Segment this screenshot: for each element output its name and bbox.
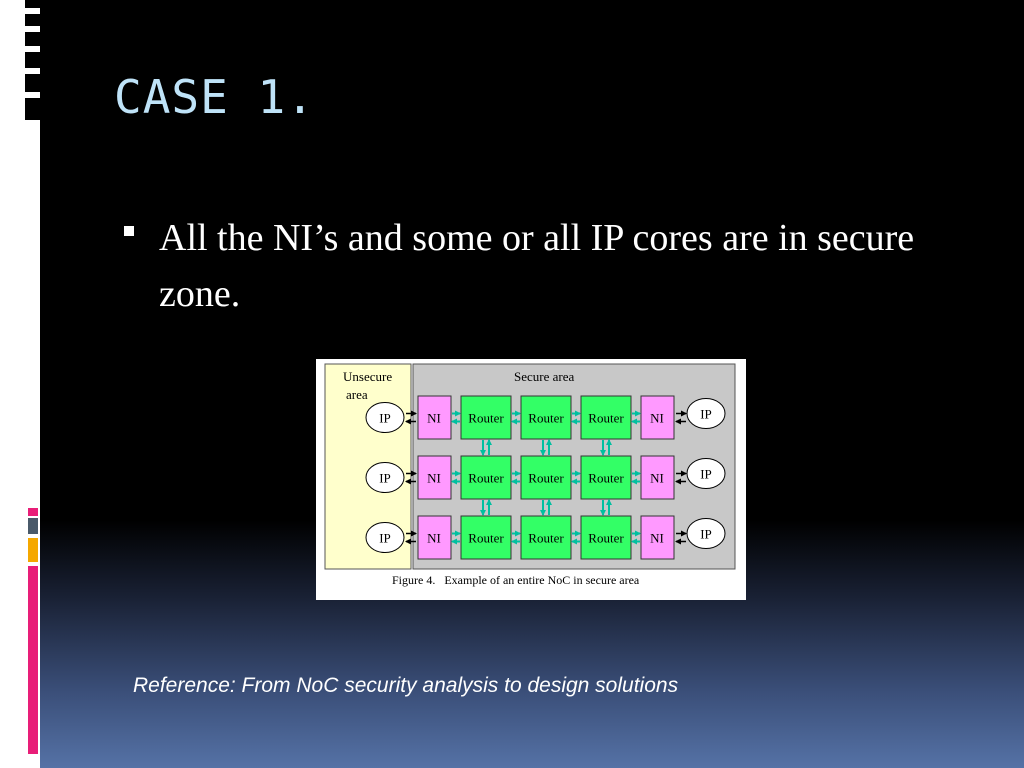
secure-label: Secure area <box>514 369 574 384</box>
ip-label: IP <box>379 471 391 486</box>
ni-right <box>640 395 675 440</box>
ip-label: IP <box>379 411 391 426</box>
router-label: Router <box>588 471 624 486</box>
ip-label: IP <box>700 467 712 482</box>
accent-bar-pink-top <box>28 508 38 516</box>
ni-left <box>417 515 452 560</box>
ni-label: NI <box>427 531 441 546</box>
ip-label: IP <box>700 407 712 422</box>
router-node <box>520 455 572 500</box>
bullet-text: All the NI’s and some or all IP cores ar… <box>159 217 915 315</box>
router-label: Router <box>468 411 504 426</box>
unsecure-label-line2: area <box>346 387 368 402</box>
ip-label: IP <box>379 531 391 546</box>
unsecure-label-line1: Unsecure <box>343 369 392 384</box>
ni-label: NI <box>427 411 441 426</box>
ni-label: NI <box>650 471 664 486</box>
decorative-stripes <box>25 0 40 120</box>
ip-core-left <box>365 402 405 433</box>
router-label: Router <box>588 531 624 546</box>
router-node <box>580 515 632 560</box>
reference-text: Reference: From NoC security analysis to… <box>133 674 679 697</box>
ip-core-right <box>686 518 726 549</box>
router-label: Router <box>528 531 564 546</box>
ip-core-right <box>686 458 726 489</box>
router-label: Router <box>528 471 564 486</box>
ni-label: NI <box>650 411 664 426</box>
accent-bar-pink <box>28 566 38 754</box>
accent-bar-orange <box>28 538 38 562</box>
left-decoration-strip <box>0 0 40 768</box>
figure-caption: Figure 4. Example of an entire NoC in se… <box>392 573 640 587</box>
ip-core-left <box>365 522 405 553</box>
router-node <box>580 395 632 440</box>
ni-right <box>640 455 675 500</box>
accent-bar-gray <box>28 518 38 534</box>
ni-left <box>417 455 452 500</box>
router-node <box>520 515 572 560</box>
ip-core-right <box>686 398 726 429</box>
ni-left <box>417 395 452 440</box>
ip-core-left <box>365 462 405 493</box>
ni-label: NI <box>650 531 664 546</box>
router-node <box>580 455 632 500</box>
slide-title: CASE 1. <box>114 70 315 124</box>
router-label: Router <box>588 411 624 426</box>
router-label: Router <box>528 411 564 426</box>
router-label: Router <box>468 531 504 546</box>
router-node <box>460 455 512 500</box>
router-label: Router <box>468 471 504 486</box>
ni-right <box>640 515 675 560</box>
bullet-square-icon <box>124 226 134 236</box>
ip-label: IP <box>700 527 712 542</box>
ni-label: NI <box>427 471 441 486</box>
router-node <box>460 515 512 560</box>
